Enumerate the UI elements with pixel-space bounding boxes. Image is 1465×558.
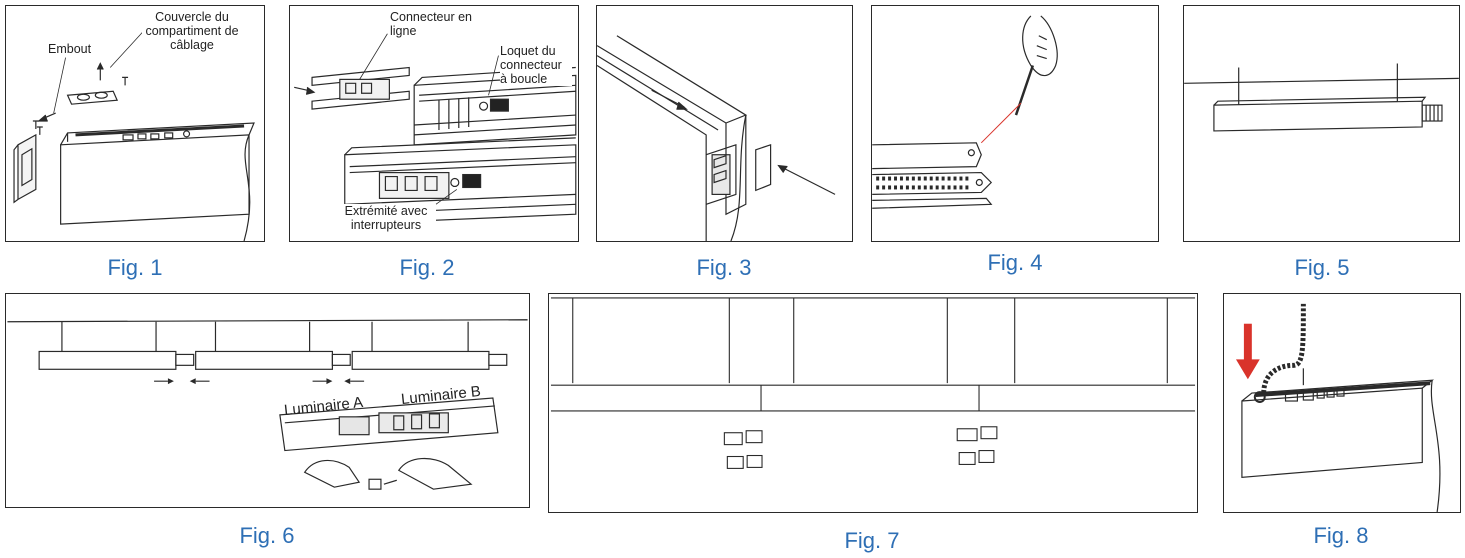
fig2-caption: Fig. 2 [399, 255, 455, 280]
figure-3-panel [596, 5, 853, 242]
fig7-caption: Fig. 7 [844, 528, 900, 553]
figure-1-panel: Embout Couvercle du compartiment de câbl… [5, 5, 265, 242]
fig1-cover-label: Couvercle du compartiment de câblage [142, 10, 242, 52]
fig1-caption: Fig. 1 [107, 255, 163, 280]
fig4-illustration [872, 15, 1058, 209]
fig2-loop-latch-label: Loquet du connecteur à boucle [500, 44, 572, 86]
figure-5-panel [1183, 5, 1460, 242]
fig2-switch-end-label: Extrémité avec interrupteurs [336, 204, 436, 232]
fig7-illustration [550, 297, 1196, 469]
fig8-illustration [1235, 303, 1441, 512]
fig2-inline-connector-label: Connecteur en ligne [390, 10, 473, 38]
fig6-illustration [7, 319, 528, 490]
figure-7-panel [548, 293, 1198, 513]
fig8-caption: Fig. 8 [1313, 523, 1369, 548]
figure-6-panel: Luminaire A Luminaire B [5, 293, 530, 508]
fig5-illustration [1184, 63, 1459, 132]
fig6-caption: Fig. 6 [239, 523, 295, 548]
fig3-caption: Fig. 3 [696, 255, 752, 280]
figure-8-panel [1223, 293, 1461, 513]
fig1-end-cap-label: Embout [48, 42, 92, 56]
fig5-caption: Fig. 5 [1294, 255, 1350, 280]
fig1-illustration [13, 31, 255, 241]
figure-2-panel: Connecteur en ligne Loquet du connecteur… [289, 5, 579, 242]
fig3-illustration [597, 35, 836, 241]
figure-4-panel [871, 5, 1159, 242]
fig4-caption: Fig. 4 [987, 250, 1043, 275]
